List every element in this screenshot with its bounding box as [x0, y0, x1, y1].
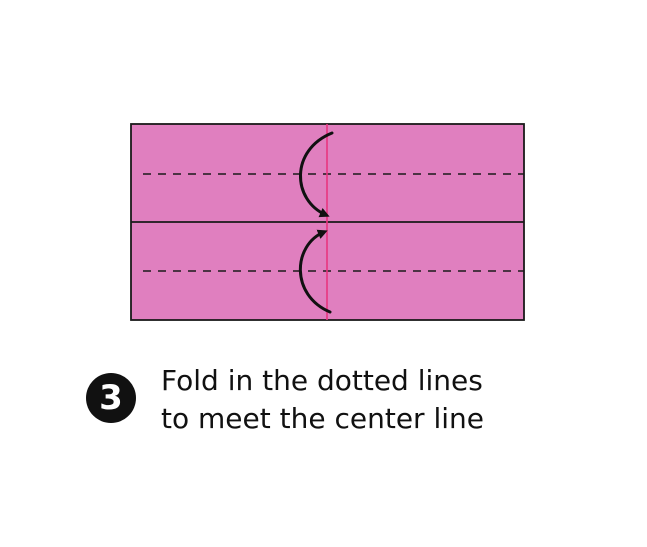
curved-arrow-up-icon: [298, 229, 332, 314]
instruction-line-1: Fold in the dotted lines: [161, 364, 483, 397]
instruction-line-2: to meet the center line: [161, 402, 484, 435]
step-number-badge: 3: [86, 373, 136, 423]
fold-instruction: Fold in the dotted lines to meet the cen…: [161, 362, 601, 438]
curved-arrow-down-icon: [299, 131, 334, 218]
